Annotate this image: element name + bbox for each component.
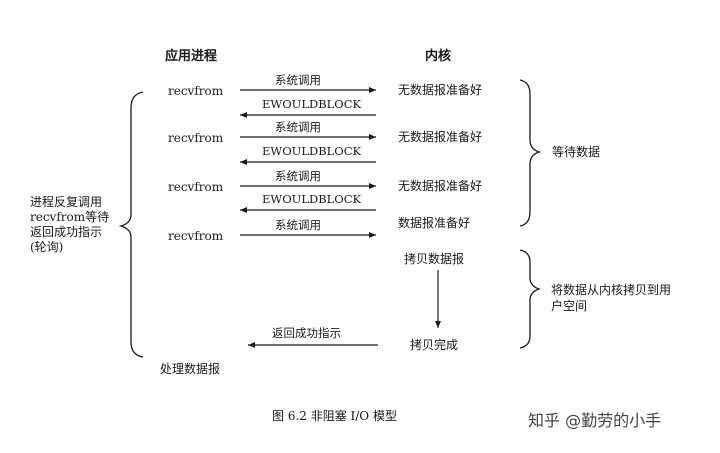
- syscall-label-1: 系统调用: [275, 73, 321, 87]
- syscall-label-3: 系统调用: [275, 169, 321, 183]
- watermark: 知乎 @勤劳的小手: [528, 411, 662, 430]
- phase-wait-label: 等待数据: [552, 145, 601, 159]
- ewouldblock-label-2: EWOULDBLOCK: [262, 144, 362, 158]
- phase-copy-label: 将数据从内核拷贝到用户空间: [551, 283, 672, 313]
- ewouldblock-label-1: EWOULDBLOCK: [262, 97, 362, 111]
- kernel-state-3: 无数据报准备好: [398, 179, 483, 193]
- left-note-line-1: 进程反复调用: [30, 195, 103, 209]
- left-note-line-3: 返回成功指示: [30, 225, 103, 239]
- recvfrom-call-1: recvfrom: [168, 84, 224, 98]
- copy-complete-label: 拷贝完成: [410, 338, 459, 352]
- header-kernel: 内核: [425, 49, 452, 64]
- recvfrom-call-2: recvfrom: [168, 131, 224, 145]
- left-note-line-2: recvfrom等待: [30, 210, 110, 224]
- syscall-label-2: 系统调用: [275, 120, 321, 134]
- process-datagram-label: 处理数据报: [160, 362, 221, 376]
- copy-datagram-label: 拷贝数据报: [404, 252, 465, 266]
- figure-caption: 图 6.2 非阻塞 I/O 模型: [272, 409, 397, 423]
- copy-brace: [519, 249, 542, 349]
- kernel-state-2: 无数据报准备好: [398, 130, 483, 144]
- left-brace: [118, 91, 144, 358]
- left-note-line-4: (轮询): [30, 240, 64, 254]
- recvfrom-call-4: recvfrom: [168, 229, 224, 243]
- header-app-process: 应用进程: [165, 49, 218, 64]
- wait-brace: [519, 79, 542, 227]
- recvfrom-call-3: recvfrom: [168, 180, 224, 194]
- syscall-label-4: 系统调用: [275, 218, 321, 232]
- return-success-label: 返回成功指示: [272, 326, 341, 340]
- kernel-state-4: 数据报准备好: [398, 216, 471, 230]
- ewouldblock-label-3: EWOULDBLOCK: [262, 192, 362, 206]
- kernel-state-1: 无数据报准备好: [398, 83, 483, 97]
